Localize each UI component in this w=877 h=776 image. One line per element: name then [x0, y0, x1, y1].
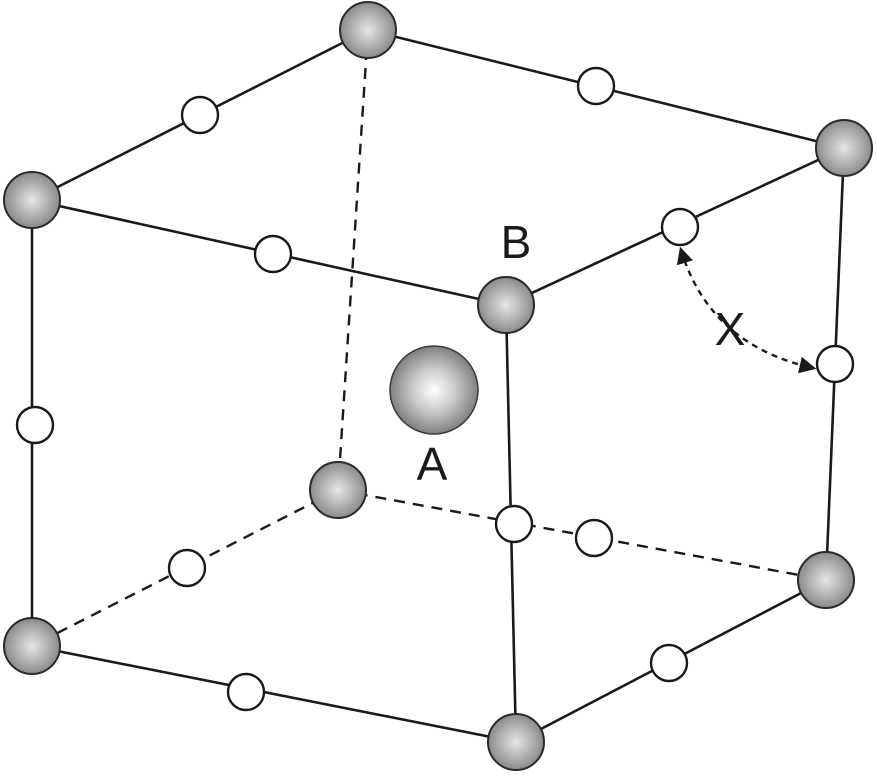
edge-atom-bottom-front-left: [226, 672, 266, 712]
label-b: B: [501, 216, 532, 268]
edge-atom-right-vertical: [815, 344, 855, 384]
edge-atom-top-front-right: [660, 207, 700, 247]
corner-atom-bottom-right: [797, 551, 855, 609]
corner-atom-b: [477, 276, 535, 334]
corner-atom-bottom-left: [3, 617, 61, 675]
edge-atom-front-vertical: [494, 504, 534, 544]
corner-atom-bottom-front: [487, 713, 545, 771]
edge-atom-top-front-left: [253, 234, 293, 274]
hidden-edge-vertical: [336, 29, 370, 491]
corner-atom-top-left: [3, 171, 61, 229]
edge-atom-top-back-left: [180, 95, 220, 135]
edge-bottom-front-left: [30, 644, 518, 744]
edge-atom-left-vertical: [15, 405, 55, 445]
x-distance-arrow: [676, 246, 817, 374]
hidden-edges: [31, 29, 827, 648]
corner-atom-hidden-back: [309, 461, 367, 519]
edge-atom-hidden-bottom-left: [167, 548, 207, 588]
corner-atom-top-back: [339, 1, 397, 59]
edge-atom-top-back-right: [576, 66, 616, 106]
label-x: X: [715, 303, 746, 355]
edge-atom-hidden-bottom-right: [574, 518, 614, 558]
corner-atoms: [3, 1, 873, 771]
edge-atom-bottom-front-right: [649, 643, 689, 683]
edge-center-atoms: [15, 66, 855, 712]
label-a: A: [417, 438, 448, 490]
corner-atom-top-right: [815, 119, 873, 177]
center-atom-a: [389, 345, 479, 435]
